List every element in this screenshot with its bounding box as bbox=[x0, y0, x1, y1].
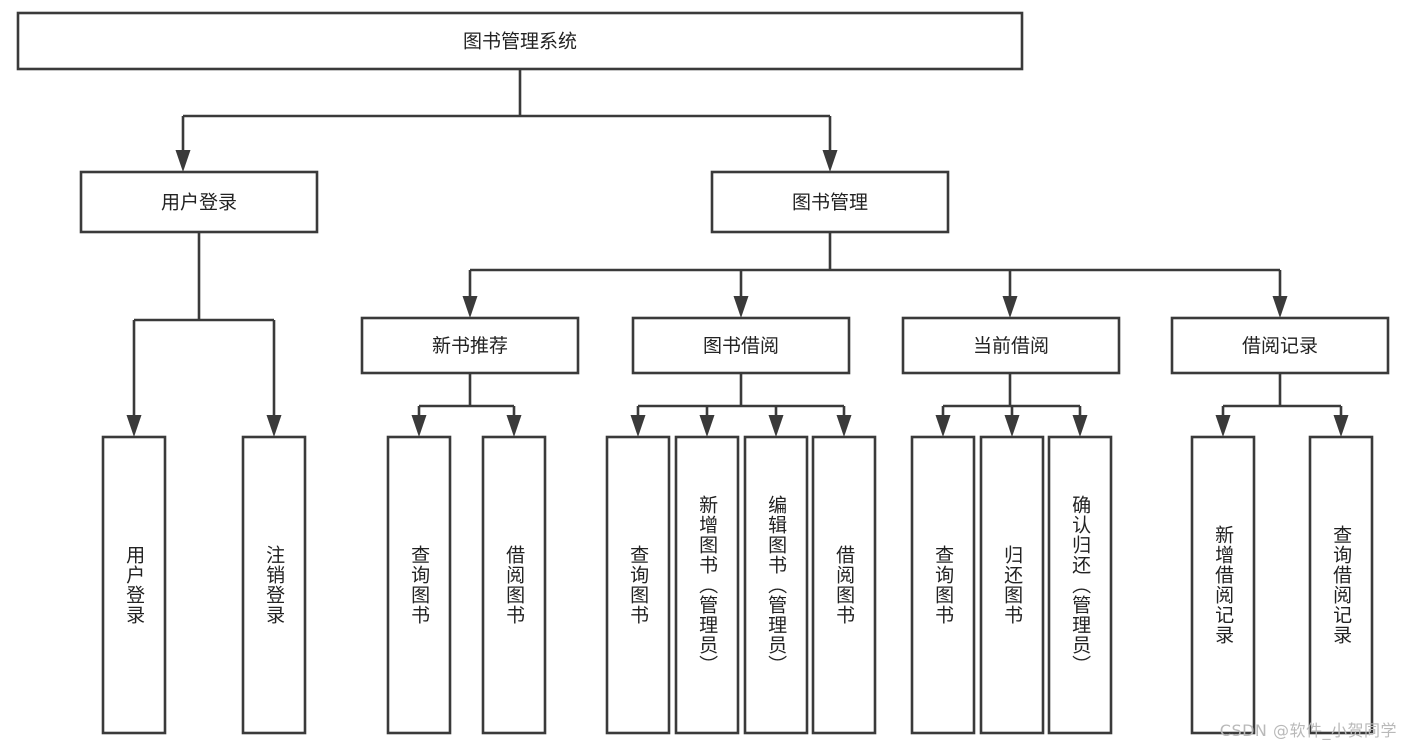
arrow-head-icon bbox=[266, 415, 282, 437]
node-box-leaf-query-book-1[interactable] bbox=[386, 435, 452, 735]
node-box-leaf-user-logout[interactable] bbox=[241, 435, 307, 735]
arrow-head-icon bbox=[126, 415, 142, 437]
node-label-new-book-recommend: 新书推荐 bbox=[432, 335, 508, 357]
node-box-leaf-query-book-2[interactable] bbox=[605, 435, 671, 735]
node-label-root: 图书管理系统 bbox=[463, 31, 577, 53]
node-box-leaf-query-book-3[interactable] bbox=[910, 435, 976, 735]
node-box-leaf-add-borrow-record[interactable] bbox=[1190, 435, 1256, 735]
box-layer bbox=[16, 11, 1390, 735]
node-box-book-manage[interactable] bbox=[710, 170, 950, 234]
node-box-new-book-recommend[interactable] bbox=[360, 316, 580, 375]
arrow-head-icon bbox=[733, 296, 749, 318]
node-label-book-borrow: 图书借阅 bbox=[703, 335, 779, 357]
arrow-head-icon bbox=[822, 150, 838, 172]
node-box-leaf-edit-book-admin[interactable] bbox=[743, 435, 809, 735]
node-box-leaf-query-borrow-record[interactable] bbox=[1308, 435, 1374, 735]
node-box-leaf-add-book-admin[interactable] bbox=[674, 435, 740, 735]
node-label-book-manage: 图书管理 bbox=[792, 192, 868, 214]
node-label-borrow-record: 借阅记录 bbox=[1242, 335, 1318, 357]
arrow-head-icon bbox=[836, 415, 852, 437]
arrow-head-icon bbox=[1333, 415, 1349, 437]
node-box-leaf-borrow-book-1[interactable] bbox=[481, 435, 547, 735]
arrow-head-icon bbox=[506, 415, 522, 437]
connector-layer bbox=[126, 69, 1349, 437]
node-box-leaf-confirm-return-admin[interactable] bbox=[1047, 435, 1113, 735]
arrow-head-icon bbox=[411, 415, 427, 437]
arrow-head-icon bbox=[630, 415, 646, 437]
arrow-head-icon bbox=[175, 150, 191, 172]
node-box-leaf-return-book[interactable] bbox=[979, 435, 1045, 735]
arrow-head-icon bbox=[1002, 296, 1018, 318]
arrow-head-icon bbox=[935, 415, 951, 437]
arrow-head-icon bbox=[1215, 415, 1231, 437]
arrow-head-icon bbox=[462, 296, 478, 318]
arrow-head-icon bbox=[1072, 415, 1088, 437]
node-box-borrow-record[interactable] bbox=[1170, 316, 1390, 375]
csdn-watermark: CSDN @软件_小贺同学 bbox=[1219, 721, 1397, 740]
arrow-head-icon bbox=[1272, 296, 1288, 318]
node-box-book-borrow[interactable] bbox=[631, 316, 851, 375]
node-label-user-login: 用户登录 bbox=[161, 192, 237, 214]
node-box-leaf-borrow-book-2[interactable] bbox=[811, 435, 877, 735]
node-box-root[interactable] bbox=[16, 11, 1024, 71]
node-box-leaf-user-login[interactable] bbox=[101, 435, 167, 735]
arrow-head-icon bbox=[699, 415, 715, 437]
node-box-user-login[interactable] bbox=[79, 170, 319, 234]
arrow-head-icon bbox=[1004, 415, 1020, 437]
arrow-head-icon bbox=[768, 415, 784, 437]
node-box-current-borrow[interactable] bbox=[901, 316, 1121, 375]
node-label-current-borrow: 当前借阅 bbox=[973, 335, 1049, 357]
